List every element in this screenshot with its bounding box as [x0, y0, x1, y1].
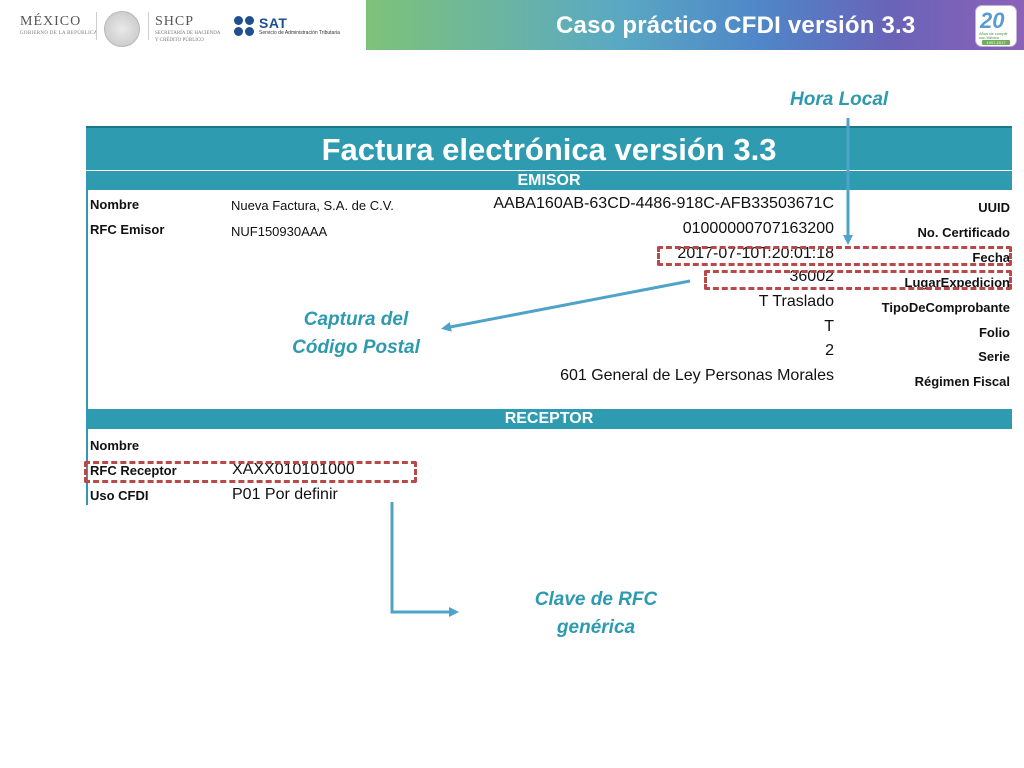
logos-area: MÉXICO GOBIERNO DE LA REPÚBLICA SHCP SEC… — [0, 0, 366, 50]
emisor-section-header: EMISOR — [86, 170, 1012, 190]
emisor-nombre-value: Nueva Factura, S.A. de C.V. — [231, 198, 394, 213]
no-certificado-value: 01000000707163200 — [682, 220, 834, 237]
receptor-section-header: RECEPTOR — [86, 409, 1012, 429]
badge-subtitle: Años de cumplir con México — [979, 31, 1008, 40]
shcp-subtitle-2: Y CRÉDITO PÚBLICO — [155, 38, 204, 43]
gobierno-mexico-text: MÉXICO — [20, 14, 82, 29]
logo-divider — [96, 12, 97, 40]
gobierno-logo: MÉXICO GOBIERNO DE LA REPÚBLICA — [20, 14, 98, 36]
rfc-generica-line-2: genérica — [556, 617, 636, 638]
shcp-subtitle-1: SECRETARÍA DE HACIENDA — [155, 31, 221, 36]
rfc-generica-arrow — [390, 502, 459, 617]
fecha-value: 2017-07-10T:20:01:18 — [677, 245, 834, 262]
title-banner — [366, 0, 1024, 50]
emisor-section: Nombre Nueva Factura, S.A. de C.V. RFC E… — [86, 190, 1012, 409]
folio-value: T — [824, 318, 834, 335]
rfc-receptor-label: RFC Receptor — [90, 463, 177, 478]
no-certificado-label: No. Certificado — [917, 225, 1010, 240]
badge-number: 20 — [980, 8, 1005, 33]
slide-title: Caso práctico CFDI versión 3.3 — [556, 12, 916, 39]
uso-cfdi-value: P01 Por definir — [232, 486, 338, 503]
emisor-rfc-value: NUF150930AAA — [231, 224, 328, 239]
sat-title: SAT — [259, 15, 288, 31]
regimen-fiscal-label: Régimen Fiscal — [914, 374, 1010, 389]
rfc-generica-annotation: Clave de RFC genérica — [528, 586, 664, 642]
emisor-rfc-label: RFC Emisor — [90, 222, 165, 237]
codigo-postal-annotation: Captura del Código Postal — [286, 306, 426, 362]
receptor-nombre-label: Nombre — [90, 438, 140, 453]
national-seal-icon — [104, 11, 140, 47]
sat-dots-icon — [234, 16, 256, 38]
gobierno-subtitle: GOBIERNO DE LA REPÚBLICA — [20, 31, 98, 36]
fecha-highlight-box — [657, 246, 1012, 266]
rfc-generica-line-1: Clave de RFC — [534, 589, 658, 610]
anniversary-badge: 20 Años de cumplir con México 1997-2017 — [976, 6, 1016, 46]
lugar-expedicion-highlight-box — [704, 270, 1012, 290]
sat-subtitle: Servicio de Administración Tributaria — [259, 30, 340, 36]
shcp-logo: SHCP SECRETARÍA DE HACIENDA Y CRÉDITO PÚ… — [155, 14, 220, 44]
uso-cfdi-label: Uso CFDI — [90, 488, 149, 503]
emisor-nombre-label: Nombre — [90, 197, 140, 212]
codigo-postal-line-2: Código Postal — [292, 337, 420, 358]
lugar-expedicion-label: LugarExpedicion — [904, 275, 1010, 290]
shcp-title: SHCP — [155, 14, 195, 29]
hora-local-annotation: Hora Local — [790, 89, 889, 110]
invoice-table: Factura electrónica versión 3.3 EMISOR N… — [86, 126, 1012, 505]
folio-label: Folio — [978, 325, 1010, 340]
invoice-title: Factura electrónica versión 3.3 — [86, 126, 1012, 170]
badge-years: 1997-2017 — [982, 40, 1010, 45]
tipo-comprobante-label: TipoDeComprobante — [881, 300, 1010, 315]
tipo-comprobante-value: T Traslado — [758, 293, 834, 310]
serie-label: Serie — [978, 349, 1010, 364]
rfc-receptor-value: XAXX010101000 — [232, 461, 355, 478]
logo-divider — [148, 12, 149, 40]
rfc-receptor-highlight-box — [84, 461, 417, 483]
uuid-label: UUID — [978, 200, 1010, 215]
slide-header: MÉXICO GOBIERNO DE LA REPÚBLICA SHCP SEC… — [0, 0, 1024, 50]
uuid-value: AABA160AB-63CD-4486-918C-AFB33503671C — [493, 195, 834, 212]
regimen-fiscal-value: 601 General de Ley Personas Morales — [560, 367, 834, 384]
fecha-label: Fecha — [972, 250, 1010, 265]
serie-value: 2 — [825, 342, 834, 359]
codigo-postal-line-1: Captura del — [303, 309, 409, 330]
receptor-section: Nombre RFC Receptor XAXX010101000 Uso CF… — [86, 429, 1012, 505]
